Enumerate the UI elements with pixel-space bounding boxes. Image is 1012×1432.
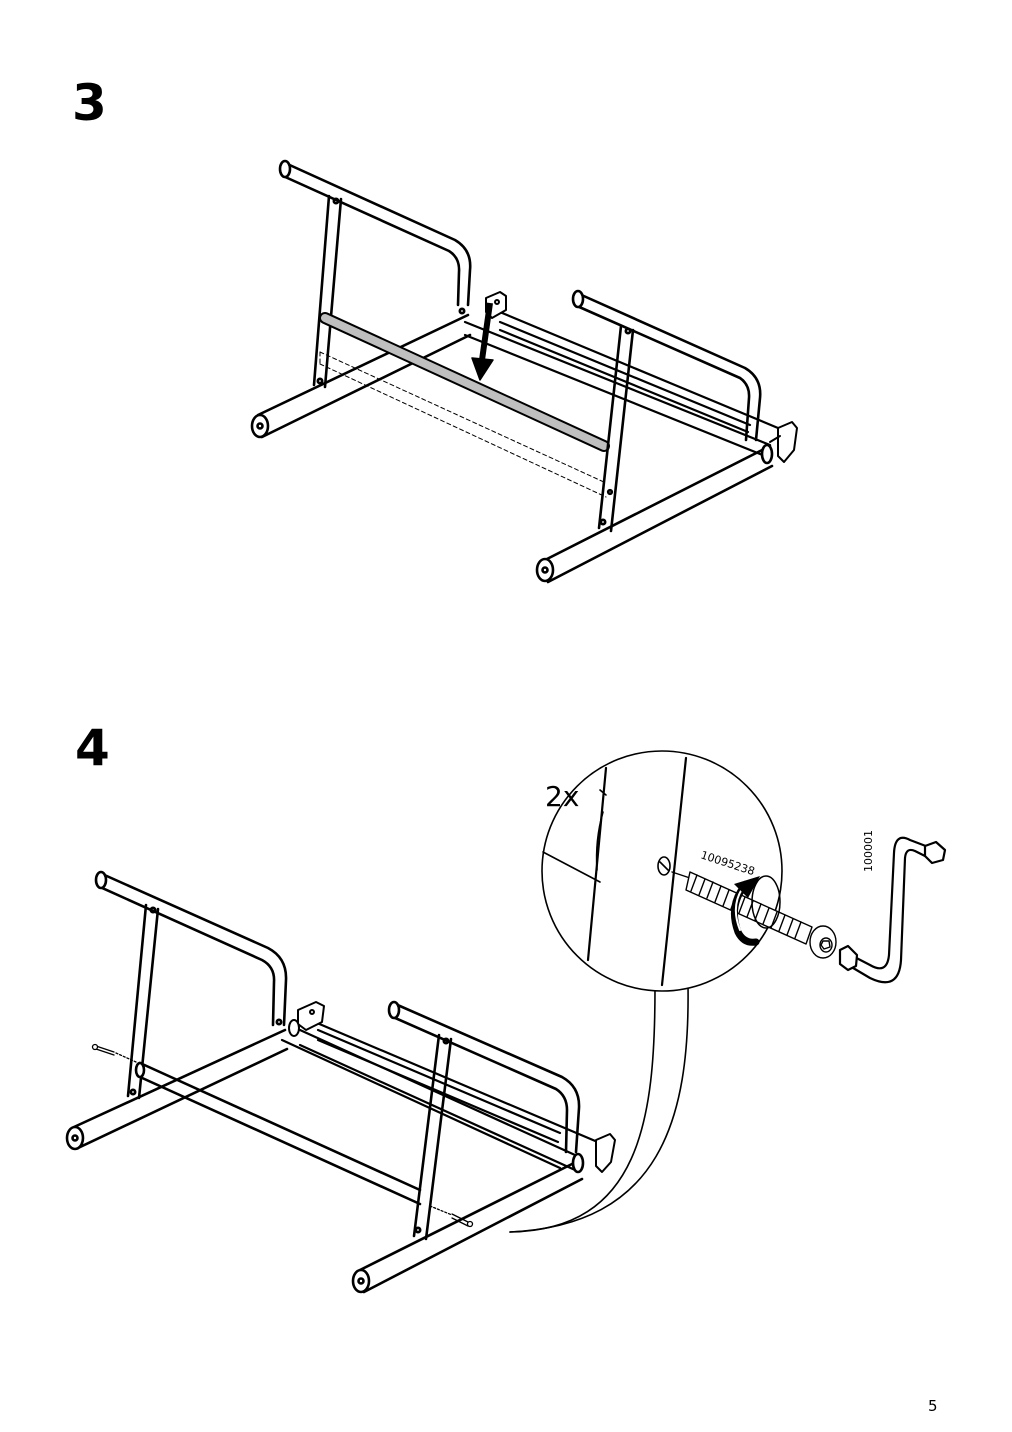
detail-magnifier — [541, 750, 783, 992]
crossbar-part — [319, 312, 610, 452]
arrow-down-icon — [471, 302, 494, 381]
left-bracket — [288, 1001, 325, 1037]
right-bracket — [595, 1133, 616, 1173]
screw-right — [429, 1205, 474, 1228]
rotate-clockwise-icon — [730, 875, 781, 946]
hex-key-icon — [838, 836, 947, 984]
page-number: 5 — [928, 1397, 938, 1415]
step-4-number: 4 — [75, 719, 110, 777]
back-rails — [463, 308, 780, 460]
installed-crossbar — [134, 1061, 422, 1206]
step-3-number: 3 — [72, 74, 107, 132]
right-end-frame — [351, 1000, 585, 1294]
step-4-illustration: 2x 10095238 100001 — [65, 750, 947, 1294]
quantity-label: 2x — [545, 780, 579, 813]
back-rails — [280, 1018, 602, 1172]
screw-left — [91, 1043, 137, 1063]
left-end-frame — [250, 159, 472, 439]
right-bracket — [769, 421, 798, 463]
detail-leader-line — [509, 984, 689, 1233]
right-end-frame — [535, 289, 774, 584]
tool-part-number: 100001 — [862, 830, 875, 872]
bolt-icon — [671, 871, 837, 959]
left-end-frame — [65, 870, 289, 1151]
step-3-illustration — [250, 159, 798, 584]
